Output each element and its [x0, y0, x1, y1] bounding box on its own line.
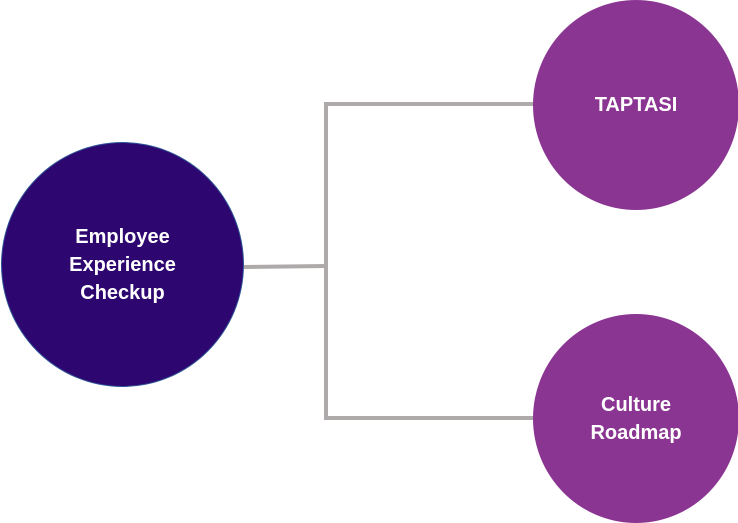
node-label: TAPTASI: [594, 94, 678, 116]
node-taptasi[interactable]: TAPTASI: [533, 0, 738, 210]
node-employee-experience-checkup[interactable]: Employee Experience Checkup: [1, 142, 244, 387]
node-label: Culture Roadmap: [590, 393, 682, 444]
node-culture-roadmap[interactable]: Culture Roadmap: [533, 314, 738, 523]
node-label: Employee Experience Checkup: [69, 225, 176, 304]
connector-root: [243, 264, 327, 269]
